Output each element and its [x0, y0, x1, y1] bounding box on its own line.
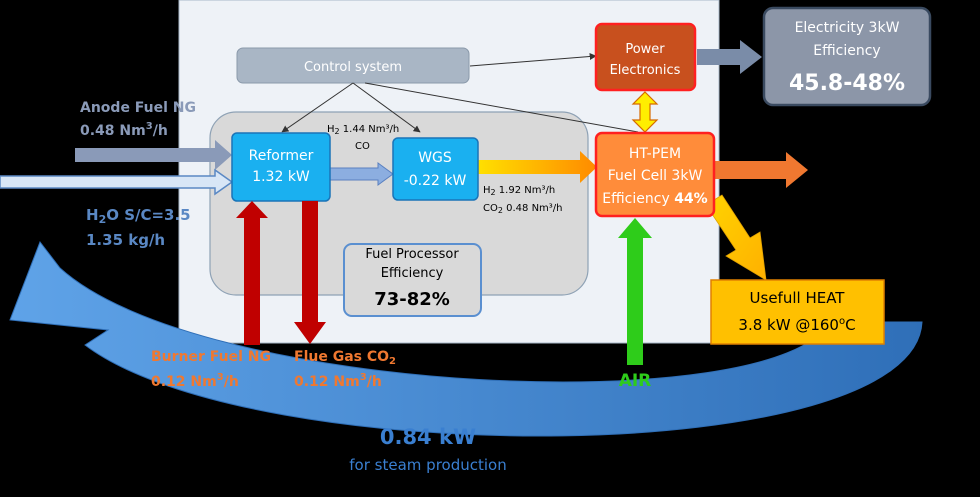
fuel-processor-efficiency-box — [343, 243, 482, 317]
wgs-box — [392, 137, 479, 201]
control-lines — [281, 53, 639, 133]
wgs-out-h2-label: H2 1.92 Nm³/h — [483, 185, 555, 197]
electricity-efficiency-value: 45.8-48% — [789, 71, 905, 96]
anode-fuel-label: Anode Fuel NG — [80, 100, 196, 116]
fuelcell-to-heat-arrow — [705, 194, 767, 281]
reformate-co-label: CO — [355, 141, 370, 152]
wgs-power: -0.22 kW — [404, 173, 467, 189]
steam-recirculation-arrow — [9, 240, 923, 437]
fuel-cell-efficiency: Efficiency 44% — [602, 191, 707, 207]
flue-gas-arrow — [294, 201, 326, 344]
power-electronics-label-1: Power — [625, 42, 665, 57]
wgs-label: WGS — [418, 150, 452, 166]
flue-gas-flow: 0.12 Nm3/h — [294, 372, 382, 390]
useful-heat-box — [710, 279, 885, 345]
steam-production-label: for steam production — [349, 456, 506, 474]
reformer-to-wgs-arrow — [329, 162, 394, 186]
fuelcell-output-arrow — [714, 152, 808, 188]
anode-fuel-arrow — [75, 140, 232, 170]
fuel-cell-box — [594, 131, 716, 218]
water-flow-label: 1.35 kg/h — [86, 231, 165, 249]
useful-heat-label: Usefull HEAT — [750, 289, 846, 307]
electricity-box — [762, 6, 932, 107]
electricity-efficiency-label: Efficiency — [813, 43, 880, 59]
wgs-out-co2-label: CO2 0.48 Nm³/h — [483, 203, 563, 215]
air-label: AIR — [619, 371, 652, 391]
reformer-power: 1.32 kW — [252, 169, 310, 185]
anode-fuel-flow: 0.48 Nm3/h — [80, 121, 168, 139]
fuel-processor-efficiency-value: 73-82% — [374, 289, 450, 310]
reformer-label: Reformer — [249, 148, 314, 164]
fuel-processor-label: Fuel Processor — [365, 247, 459, 262]
steam-power-value: 0.84 kW — [380, 425, 476, 449]
burner-fuel-label: Burner Fuel NG — [151, 349, 271, 365]
reformate-h2-label: H2 1.44 Nm³/h — [327, 124, 399, 136]
fuel-cell-power-label: Fuel Cell 3kW — [608, 168, 703, 184]
power-electronics-label-2: Electronics — [610, 63, 681, 78]
burner-fuel-flow: 0.12 Nm3/h — [151, 372, 239, 390]
water-input-arrow — [0, 168, 234, 196]
burner-fuel-arrow — [236, 201, 268, 345]
useful-heat-value: 3.8 kW @160oC — [738, 316, 855, 334]
electricity-label: Electricity 3kW — [795, 20, 900, 36]
control-system-label: Control system — [304, 60, 402, 75]
flue-gas-label: Flue Gas CO2 — [294, 349, 396, 367]
power-electronics-box — [594, 22, 697, 92]
reformer-box — [231, 132, 331, 202]
air-input-arrow — [618, 218, 652, 365]
power-to-electricity-arrow — [697, 40, 762, 74]
wgs-to-fuelcell-arrow — [478, 151, 597, 183]
water-ratio-label: H2O S/C=3.5 — [86, 206, 191, 226]
fuel-processor-efficiency-label: Efficiency — [381, 266, 444, 281]
fuel-cell-type-label: HT-PEM — [629, 146, 681, 162]
